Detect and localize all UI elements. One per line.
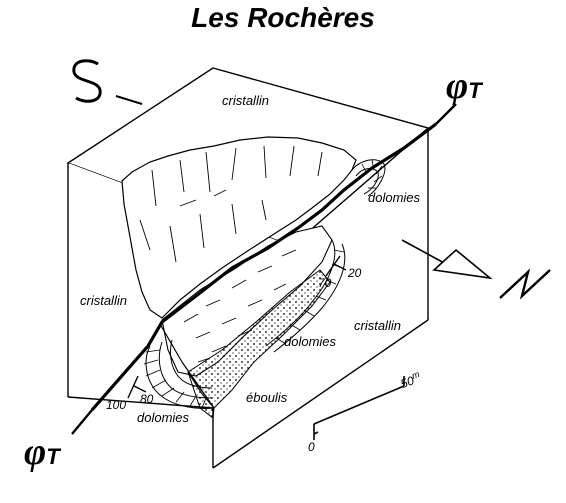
label-cristallin-left: cristallin — [80, 293, 127, 308]
strike-dip-symbol-left — [127, 375, 147, 399]
fault-trace — [71, 103, 457, 435]
scale-origin: 0 — [308, 440, 315, 454]
cliff-escarpment — [121, 136, 357, 319]
north-symbol-icon — [499, 268, 551, 300]
north-arrow-icon — [401, 239, 493, 280]
dip-value-right: 20 — [348, 266, 362, 280]
label-cristallin-top: cristallin — [222, 93, 269, 108]
label-dolomies-upper: dolomies — [368, 190, 421, 205]
label-cristallin-right: cristallin — [354, 318, 401, 333]
scale-bar — [313, 376, 405, 440]
fault-subscript: T — [468, 78, 482, 103]
south-symbol-icon — [72, 59, 143, 105]
dolomite-arc-upper-right — [351, 159, 386, 197]
fault-label-lower: φT — [24, 430, 60, 474]
diagram-title: Les Rochères — [191, 2, 375, 33]
strike-value-right: 70 — [318, 276, 332, 290]
label-eboulis: éboulis — [246, 390, 288, 405]
dolomite-arc-lower-left — [143, 339, 215, 409]
fault-symbol: φ — [24, 431, 47, 473]
strike-dip-symbol-right — [325, 255, 347, 277]
label-dolomies-lower: dolomies — [137, 410, 190, 425]
dip-value-left: 80 — [140, 392, 154, 406]
strike-value-left: 100 — [106, 398, 127, 412]
fault-label-upper: φT — [446, 64, 482, 108]
label-dolomies-middle: dolomies — [284, 334, 337, 349]
fault-symbol: φ — [446, 65, 469, 107]
fault-subscript: T — [46, 444, 60, 469]
